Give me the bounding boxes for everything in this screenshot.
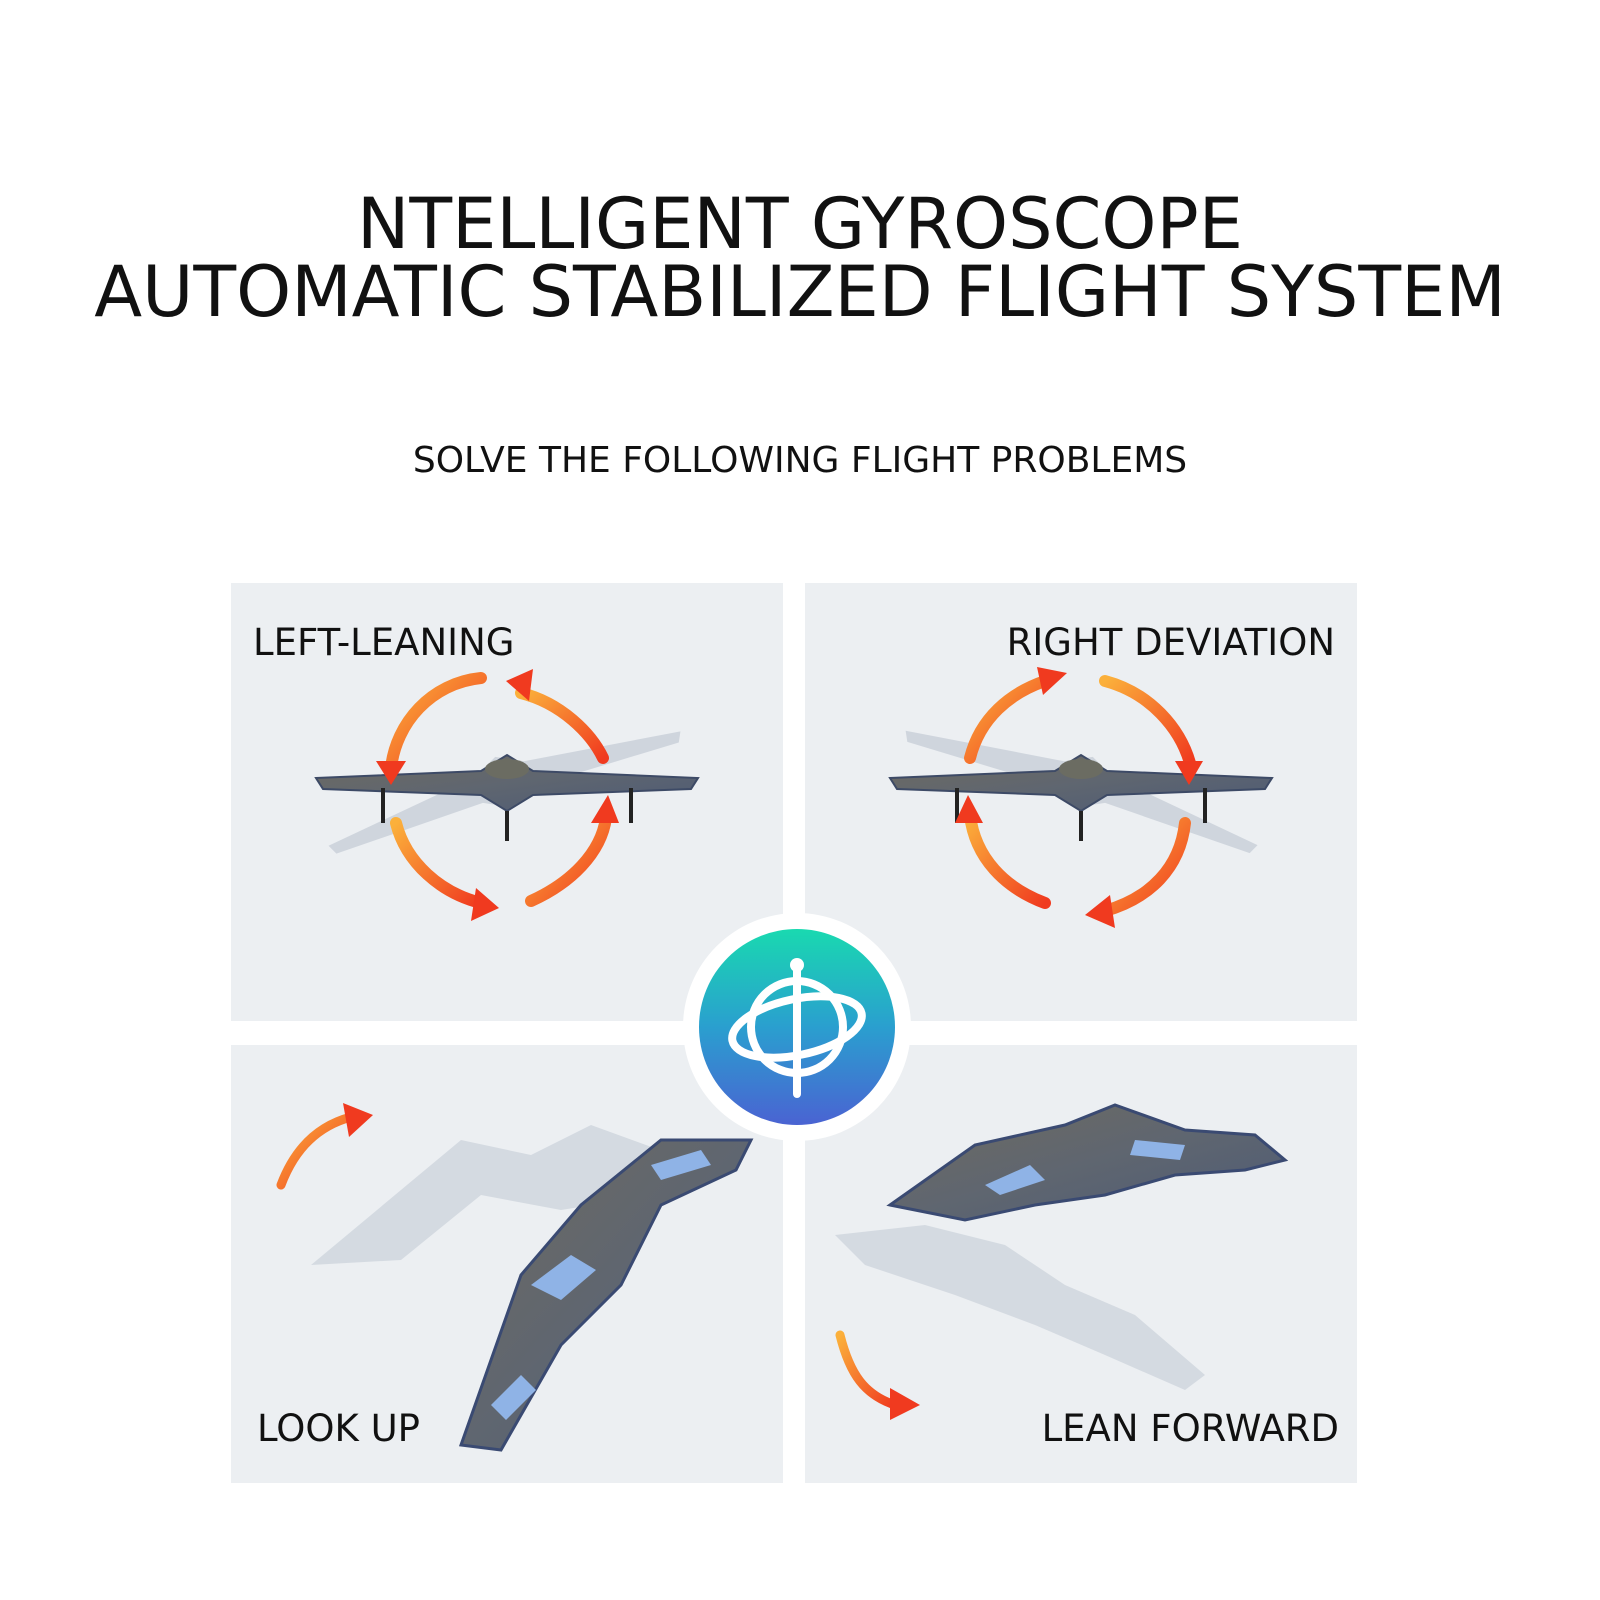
title-line-1: NTELLIGENT GYROSCOPE (357, 183, 1243, 265)
plane-ghost-icon (835, 1225, 1205, 1390)
page-title: NTELLIGENT GYROSCOPE AUTOMATIC STABILIZE… (0, 183, 1600, 333)
plane-ghost-icon (311, 1125, 701, 1265)
panel-lean-forward: LEAN FORWARD (805, 1045, 1357, 1483)
panel-label-right-deviation: RIGHT DEVIATION (1006, 621, 1335, 664)
gyroscope-hub (683, 913, 911, 1141)
gyroscope-icon (728, 958, 866, 1098)
plane-roll-left-illustration (314, 669, 700, 921)
plane-icon (458, 1138, 754, 1452)
panel-right-deviation: RIGHT DEVIATION (805, 583, 1357, 1021)
plane-icon (314, 753, 700, 841)
subheading: SOLVE THE FOLLOWING FLIGHT PROBLEMS (412, 440, 1188, 481)
panel-look-up: LOOK UP (231, 1045, 783, 1483)
panel-left-leaning: LEFT-LEANING (231, 583, 783, 1021)
plane-pitch-down-illustration (835, 1103, 1289, 1420)
plane-pitch-up-illustration (276, 1103, 754, 1452)
panel-label-lean-forward: LEAN FORWARD (1041, 1407, 1339, 1450)
plane-icon (886, 1103, 1289, 1222)
title-line-2: AUTOMATIC STABILIZED FLIGHT SYSTEM (94, 251, 1506, 333)
plane-roll-right-illustration (888, 667, 1274, 928)
panel-label-left-leaning: LEFT-LEANING (253, 621, 515, 664)
plane-icon (888, 753, 1274, 841)
panel-label-look-up: LOOK UP (257, 1407, 420, 1450)
